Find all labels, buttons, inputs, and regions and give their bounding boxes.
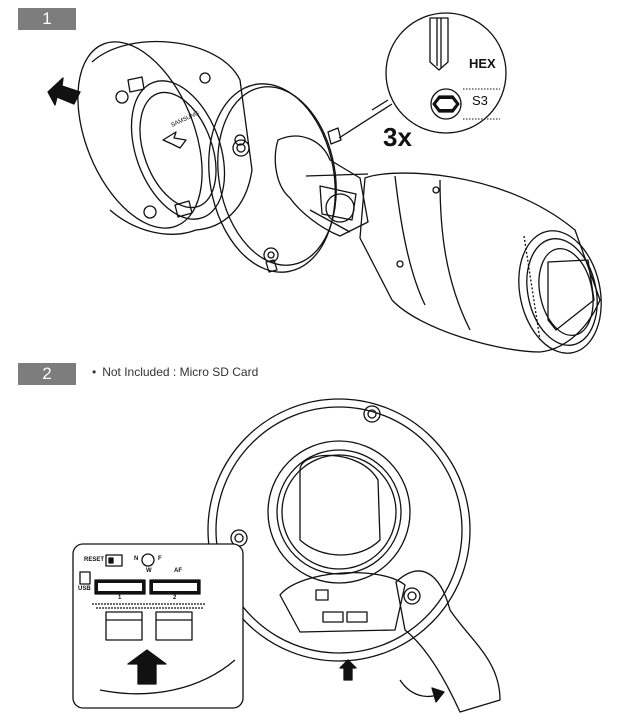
reset-label: RESET <box>84 557 105 563</box>
slot-2-label: 2 <box>173 595 177 601</box>
screw-quantity-label: 3x <box>383 122 412 152</box>
note-text: Not Included : Micro SD Card <box>102 365 259 379</box>
removal-arrow <box>47 77 81 106</box>
hex-label: HEX <box>469 56 496 71</box>
note-bullet: • <box>92 365 97 379</box>
autofocus-label: AF <box>174 568 182 574</box>
wide-label: W <box>146 568 152 574</box>
camera-back-view <box>207 398 471 681</box>
near-label: N <box>134 556 139 562</box>
far-label: F <box>158 556 162 562</box>
camera-arm <box>274 135 369 237</box>
insert-arrow <box>127 649 167 685</box>
zoom-panel <box>72 543 244 709</box>
mount-plate <box>208 83 342 273</box>
junction-box: SAMSUNG <box>77 40 253 235</box>
camera-body <box>359 172 602 354</box>
socket-size-label: S3 <box>472 93 488 108</box>
svg-text:SAMSUNG: SAMSUNG <box>170 110 200 128</box>
step-2-badge: 2 <box>18 363 76 385</box>
step-2-note: • Not Included : Micro SD Card <box>92 365 258 379</box>
hex-key-icon <box>429 17 449 71</box>
bracket-arm <box>395 570 501 713</box>
small-up-arrow <box>339 659 357 681</box>
slot-1-label: 1 <box>118 595 122 601</box>
step-1-badge: 1 <box>18 8 76 30</box>
usb-label: USB <box>78 586 91 592</box>
tool-callout <box>338 12 507 139</box>
